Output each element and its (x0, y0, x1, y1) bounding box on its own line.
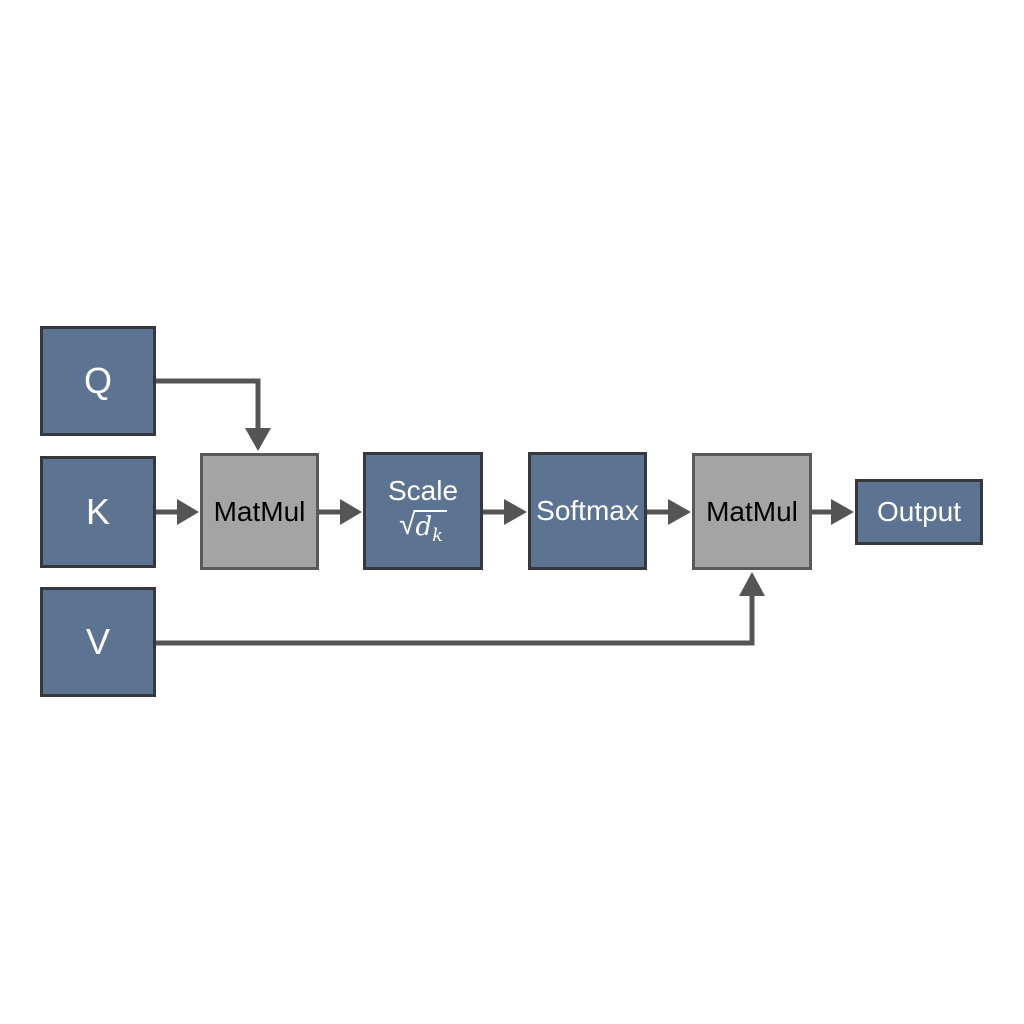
dk-subscript: k (432, 526, 443, 547)
arrow-k-to-matmul1 (156, 499, 199, 525)
arrow-softmax-to-matmul2 (647, 499, 691, 525)
sqrt-symbol: √ (399, 508, 416, 542)
node-key: K (40, 456, 156, 568)
dk-variable: d (415, 512, 433, 543)
arrow-scale-to-softmax (483, 499, 527, 525)
value-label: V (85, 621, 110, 662)
arrow-matmul1-to-scale (319, 499, 362, 525)
node-softmax: Softmax (528, 452, 647, 570)
sqrt-radicand: dk (413, 510, 447, 547)
matmul-qk-label: MatMul (213, 495, 306, 527)
scale-label: Scale (387, 474, 459, 506)
node-output: Output (855, 479, 983, 545)
scale-formula: √ dk (399, 510, 447, 546)
arrow-v-to-matmul2 (156, 572, 765, 646)
matmul-av-label: MatMul (706, 495, 798, 527)
softmax-label: Softmax (536, 495, 639, 526)
arrow-matmul2-to-output (812, 499, 854, 525)
node-matmul-qk: MatMul (200, 453, 319, 570)
node-scale: Scale √ dk (363, 452, 483, 570)
node-value: V (40, 587, 156, 697)
node-query: Q (40, 326, 156, 436)
key-label: K (85, 491, 110, 532)
node-matmul-av: MatMul (692, 453, 812, 570)
output-label: Output (876, 496, 962, 527)
arrow-q-to-matmul1 (156, 378, 271, 451)
query-label: Q (83, 360, 112, 401)
